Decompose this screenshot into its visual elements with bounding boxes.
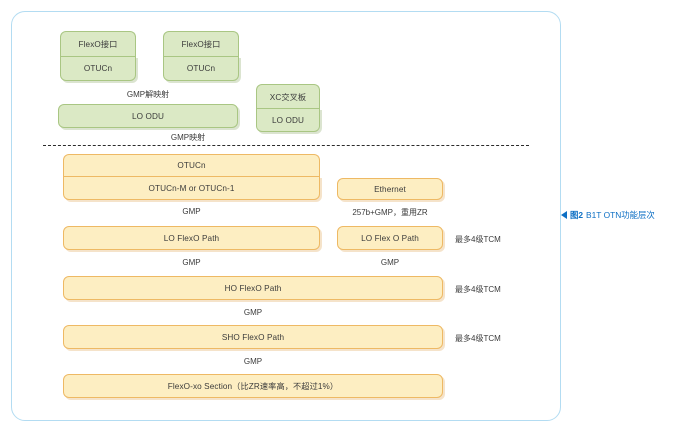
gmp-label-2: GMP (182, 258, 201, 267)
flexo-interface-2-header: FlexO接口 (163, 31, 239, 56)
flexo-xo-section-label: FlexO-xo Section（比ZR速率高，不超过1%） (167, 382, 339, 391)
flexo-interface-2-header-label: FlexO接口 (181, 40, 221, 49)
gmp-label-3: GMP (243, 308, 263, 317)
flexo-interface-1-header-label: FlexO接口 (78, 40, 118, 49)
gmp-map-label: GMP映射 (170, 133, 206, 142)
lo-flexo-path-box: LO FlexO Path (63, 226, 320, 250)
flexo-interface-2-otucn-label: OTUCn (186, 64, 216, 73)
lo-odu-box: LO ODU (58, 104, 238, 128)
section-divider (43, 145, 529, 146)
lo-flexo-path-label: LO FlexO Path (163, 233, 220, 243)
sho-flexo-path-label: SHO FlexO Path (221, 332, 285, 342)
figure-title: B1T OTN功能层次 (586, 210, 655, 220)
gmp-label-1: GMP (182, 207, 201, 216)
tcm-annotation-2: 最多4级TCM (455, 285, 501, 294)
flexo-interface-1-otucn: OTUCn (60, 56, 136, 81)
xc-board-lo-odu-label: LO ODU (272, 115, 304, 125)
lo-flex-o-path-label: LO Flex O Path (361, 233, 419, 243)
sho-flexo-path-box: SHO FlexO Path (63, 325, 443, 349)
flexo-interface-2-otucn: OTUCn (163, 56, 239, 81)
xc-board-lo-odu: LO ODU (256, 108, 320, 132)
ethernet-box: Ethernet (337, 178, 443, 200)
flexo-xo-section-box: FlexO-xo Section（比ZR速率高，不超过1%） (63, 374, 443, 398)
gmp-label-4: GMP (243, 357, 263, 366)
flexo-interface-1-otucn-label: OTUCn (83, 64, 113, 73)
flexo-interface-1-header: FlexO接口 (60, 31, 136, 56)
otucn-box-label: OTUCn (177, 161, 206, 170)
otucn-m-box: OTUCn-M or OTUCn-1 (63, 176, 320, 200)
otucn-box: OTUCn (63, 154, 320, 176)
tcm-annotation-3: 最多4级TCM (455, 334, 501, 343)
left-triangle-icon (561, 211, 567, 219)
lo-flex-o-path-box: LO Flex O Path (337, 226, 443, 250)
figure-number: 图2 (570, 210, 584, 220)
xc-board-header-label: XC交叉板 (269, 92, 307, 102)
ethernet-box-label: Ethernet (374, 184, 406, 194)
ethernet-adaptation-label: 257b+GMP，重用ZR (352, 208, 428, 217)
xc-board-header: XC交叉板 (256, 84, 320, 108)
ho-flexo-path-label: HO FlexO Path (224, 283, 282, 293)
gmp-label-right: GMP (380, 258, 400, 267)
lo-odu-box-label: LO ODU (132, 111, 164, 121)
tcm-annotation-1: 最多4级TCM (455, 235, 501, 244)
otucn-m-box-label: OTUCn-M or OTUCn-1 (148, 183, 235, 193)
ho-flexo-path-box: HO FlexO Path (63, 276, 443, 300)
gmp-demap-label: GMP解映射 (126, 90, 170, 99)
figure-caption: 图2 B1T OTN功能层次 (561, 209, 655, 221)
